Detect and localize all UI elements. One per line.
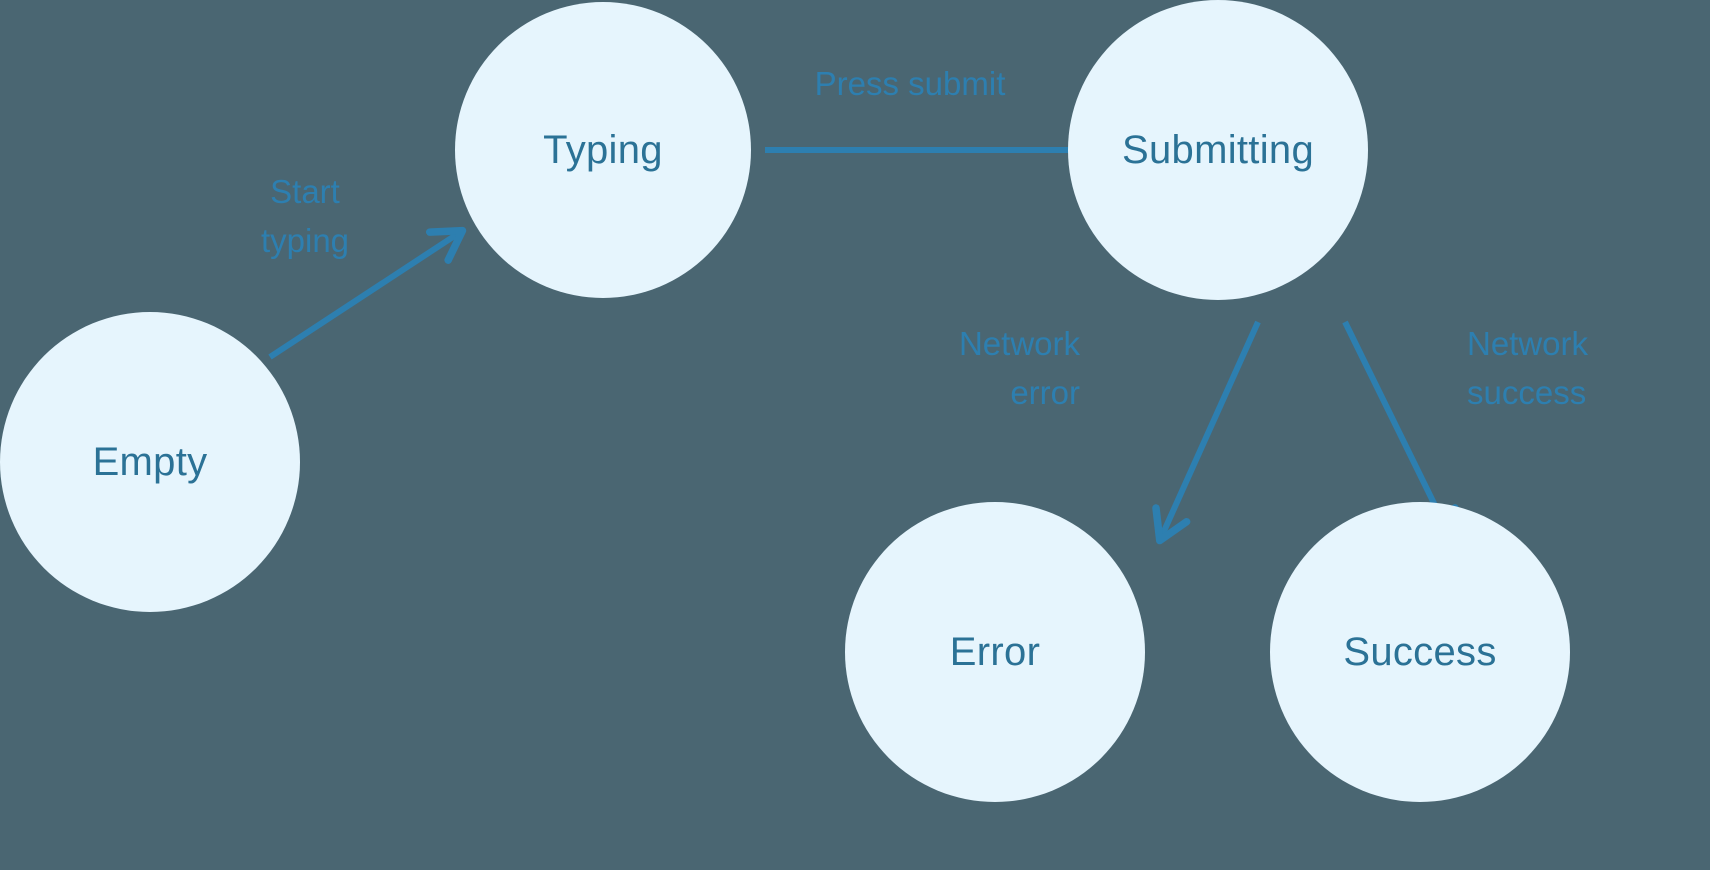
- state-node-submitting[interactable]: Submitting: [1068, 0, 1368, 300]
- edge-line-network-error: [1160, 320, 1261, 540]
- state-node-error[interactable]: Error: [845, 502, 1145, 802]
- edge-line-start-typing: [268, 231, 462, 360]
- state-node-label: Success: [1343, 630, 1497, 674]
- state-node-label: Empty: [92, 440, 208, 484]
- state-node-success[interactable]: Success: [1270, 502, 1570, 802]
- state-node-typing[interactable]: Typing: [455, 2, 751, 298]
- state-node-empty[interactable]: Empty: [0, 312, 300, 612]
- state-node-label: Submitting: [1122, 128, 1314, 172]
- state-node-label: Typing: [543, 128, 663, 172]
- state-node-label: Error: [949, 630, 1041, 674]
